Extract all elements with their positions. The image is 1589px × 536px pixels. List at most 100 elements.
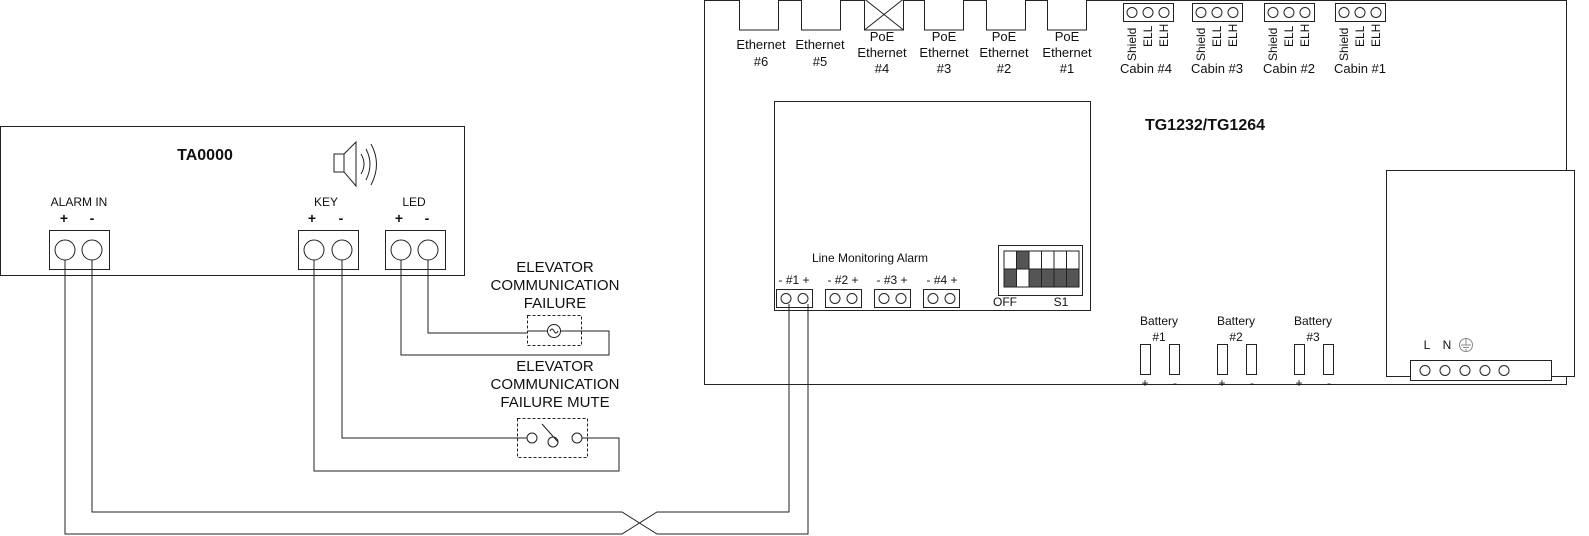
svg-text:PoE: PoE: [1055, 29, 1080, 44]
dip-cell: [1053, 250, 1067, 270]
key-label: KEY: [314, 195, 338, 209]
dip-cell: [1016, 250, 1030, 270]
dip-cell: [1016, 268, 1030, 288]
svg-text:+: +: [1141, 376, 1148, 390]
alarm-in-terminal-block: [49, 230, 110, 270]
switch-icon: [526, 423, 583, 448]
poe-ethernet-port-3: PoE Ethernet #3: [919, 0, 969, 76]
svg-text:#1: #1: [1152, 330, 1166, 344]
alarm-input-4: - #4 +: [923, 273, 960, 308]
svg-text:FAILURE MUTE: FAILURE MUTE: [500, 394, 609, 411]
svg-text:Battery: Battery: [1217, 314, 1255, 328]
alarm-input-3: - #3 +: [874, 273, 911, 308]
alarm-in-label: ALARM IN: [51, 195, 108, 209]
tg1232-unit: TG1232/TG1264 Ethernet #6 Ethernet #5 Po…: [704, 0, 1575, 390]
ta0000-title: TA0000: [177, 147, 233, 164]
alarm-in-minus: -: [90, 210, 95, 226]
svg-text:Ethernet: Ethernet: [795, 37, 845, 52]
cabin-connector-1: Shield ELL ELH Cabin #1: [1334, 3, 1386, 76]
svg-text:+: +: [1295, 376, 1302, 390]
power-n-label: N: [1443, 338, 1452, 352]
svg-text:#3: #3: [1306, 330, 1320, 344]
led-terminal-block: [385, 230, 446, 270]
svg-text:#1: #1: [1060, 61, 1074, 76]
svg-text:-: -: [1173, 376, 1177, 390]
svg-text:- #4 +: - #4 +: [926, 273, 957, 287]
svg-text:COMMUNICATION: COMMUNICATION: [491, 277, 620, 294]
svg-text:ELL: ELL: [1353, 25, 1367, 47]
dip-switch-s1: OFF S1: [993, 245, 1083, 309]
svg-text:ELH: ELH: [1298, 24, 1312, 47]
poe-ethernet-port-4: PoE Ethernet #4: [857, 0, 907, 76]
tg1232-title: TG1232/TG1264: [1145, 117, 1265, 134]
dip-switch-cells: [1003, 250, 1080, 288]
dip-cell: [1003, 250, 1017, 270]
cabin-4-label: Cabin #4: [1120, 61, 1172, 76]
key-minus: -: [339, 210, 344, 226]
svg-text:#2: #2: [1229, 330, 1243, 344]
line-monitoring-label: Line Monitoring Alarm: [812, 251, 928, 265]
alarm-in-plus-wire: [64, 260, 790, 535]
communication-failure-lamp: ELEVATOR COMMUNICATION FAILURE: [491, 259, 620, 346]
svg-text:-: -: [1250, 376, 1254, 390]
dip-cell: [1003, 268, 1017, 288]
svg-text:Shield: Shield: [1337, 28, 1351, 61]
dip-cell: [1066, 250, 1080, 270]
led-plus: +: [395, 210, 403, 226]
svg-text:#3: #3: [937, 61, 951, 76]
svg-text:-: -: [1327, 376, 1331, 390]
svg-text:#2: #2: [997, 61, 1011, 76]
svg-text:- #2 +: - #2 +: [827, 273, 858, 287]
svg-text:Ethernet: Ethernet: [979, 45, 1029, 60]
alarm-input-1: - #1 +: [776, 273, 813, 308]
svg-text:ELEVATOR: ELEVATOR: [516, 358, 594, 375]
svg-text:Battery: Battery: [1294, 314, 1332, 328]
battery-3: Battery #3 + -: [1294, 314, 1334, 390]
dip-cell: [1053, 268, 1067, 288]
ground-icon: [1459, 338, 1473, 352]
poe-ethernet-port-1: PoE Ethernet #1: [1042, 0, 1092, 76]
svg-text:PoE: PoE: [932, 29, 957, 44]
dip-cell: [1028, 250, 1042, 270]
cabin-connector-3: Shield ELL ELH Cabin #3: [1191, 3, 1243, 76]
svg-text:+: +: [1218, 376, 1225, 390]
svg-text:#6: #6: [754, 54, 768, 69]
svg-text:COMMUNICATION: COMMUNICATION: [491, 376, 620, 393]
svg-text:ELL: ELL: [1210, 25, 1224, 47]
svg-text:#5: #5: [813, 54, 827, 69]
svg-text:Ethernet: Ethernet: [857, 45, 907, 60]
dip-s1-label: S1: [1054, 295, 1069, 309]
svg-text:- #3 +: - #3 +: [876, 273, 907, 287]
wires: [64, 260, 809, 535]
power-l-label: L: [1424, 338, 1431, 352]
ta0000-unit: TA0000 ALARM IN KEY LED + - + - + -: [0, 126, 465, 276]
svg-text:#4: #4: [875, 61, 889, 76]
battery-1: Battery #1 + -: [1140, 314, 1180, 390]
cabin-1-label: Cabin #1: [1334, 61, 1386, 76]
svg-text:Ethernet: Ethernet: [1042, 45, 1092, 60]
svg-text:Ethernet: Ethernet: [736, 37, 786, 52]
dip-cell: [1041, 268, 1055, 288]
svg-text:PoE: PoE: [870, 29, 895, 44]
lamp-icon: [542, 324, 566, 338]
ethernet-port-5: Ethernet #5: [795, 0, 845, 69]
svg-text:ELH: ELH: [1157, 24, 1171, 47]
svg-text:ELH: ELH: [1369, 24, 1383, 47]
svg-text:FAILURE: FAILURE: [524, 295, 587, 312]
ethernet-port-6: Ethernet #6: [736, 0, 786, 69]
communication-failure-mute-switch: ELEVATOR COMMUNICATION FAILURE MUTE: [491, 358, 620, 458]
svg-text:Battery: Battery: [1140, 314, 1178, 328]
svg-text:Shield: Shield: [1194, 28, 1208, 61]
key-plus: +: [308, 210, 316, 226]
led-label: LED: [402, 195, 426, 209]
battery-2: Battery #2 + -: [1217, 314, 1257, 390]
key-minus-wire: [341, 260, 527, 439]
svg-text:Shield: Shield: [1125, 28, 1139, 61]
svg-text:ELL: ELL: [1141, 25, 1155, 47]
alarm-in-minus-wire: [91, 260, 809, 535]
key-terminal-block: [298, 230, 359, 270]
svg-text:Ethernet: Ethernet: [919, 45, 969, 60]
dip-cell: [1028, 268, 1042, 288]
cabin-3-label: Cabin #3: [1191, 61, 1243, 76]
